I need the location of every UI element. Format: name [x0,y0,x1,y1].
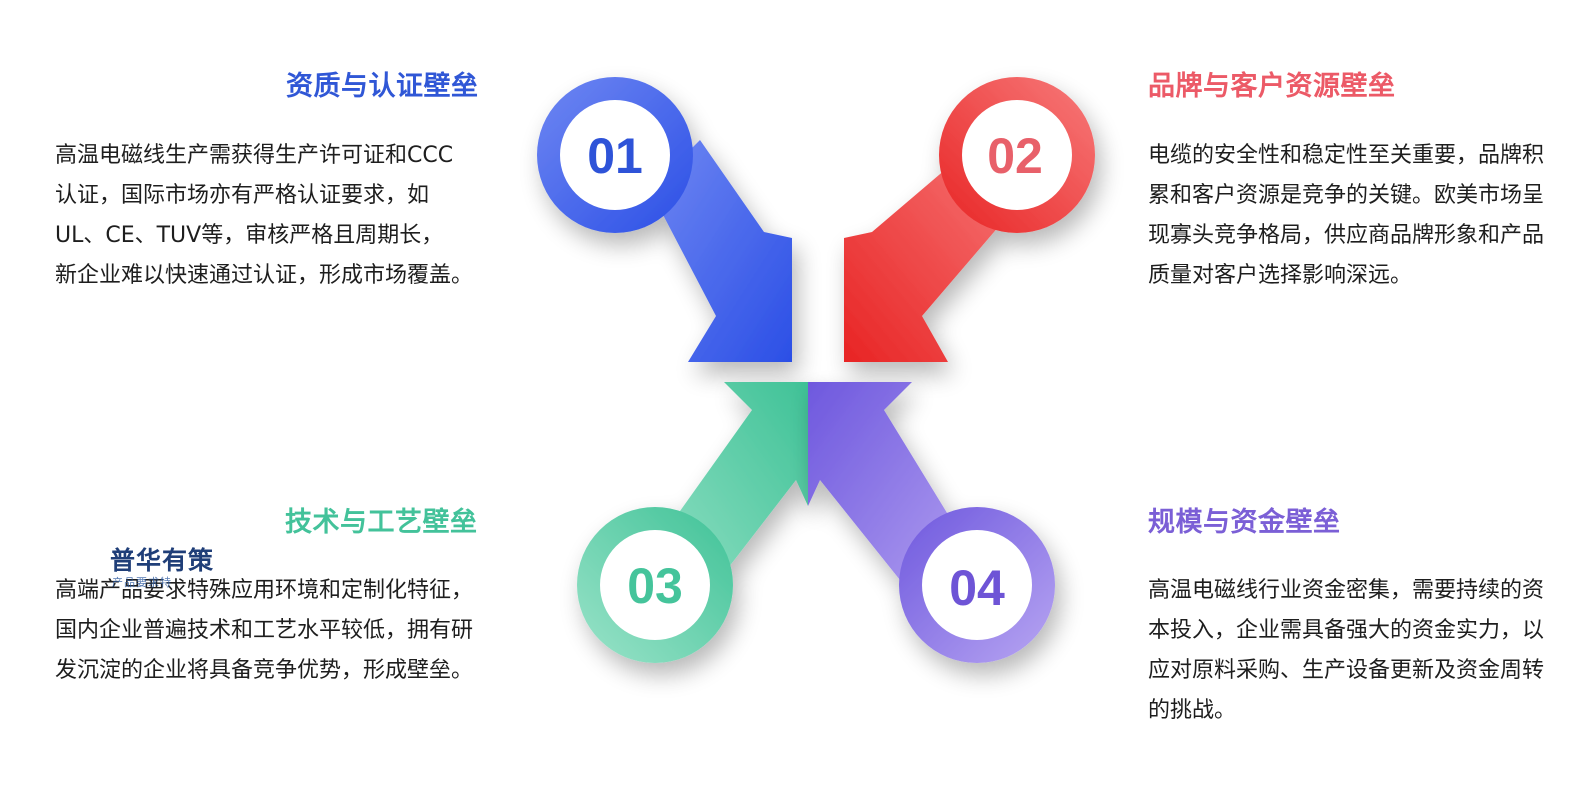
description-line: 高温电磁线生产需获得生产许可证和CCC [55,143,454,168]
watermark-subtext: 产品要求特 [112,576,172,589]
arrow-04 [808,382,1055,663]
number-04: 04 [949,560,1005,616]
description-line: 发沉淀的企业将具备竞争优势，形成壁垒。 [55,658,474,683]
description-line: 的挑战。 [1148,698,1237,723]
description-line: 本投入，企业需具备强大的资金实力，以 [1148,618,1545,643]
watermark-logo: 普华有策 [110,546,215,575]
description-line: 电缆的安全性和稳定性至关重要，品牌积 [1148,143,1545,168]
description-line: 认证，国际市场亦有严格认证要求，如 [55,183,430,208]
description-line: 高端产品要求特殊应用环境和定制化特征， [55,578,474,603]
description-line: 应对原料采购、生产设备更新及资金周转 [1148,658,1545,683]
arrow-01 [537,77,792,362]
description-line: 国内企业普遍技术和工艺水平较低，拥有研 [55,618,474,643]
section-03-description: 高端产品要求特殊应用环境和定制化特征， 国内企业普遍技术和工艺水平较低，拥有研 … [55,571,473,691]
arrow-03 [577,382,808,663]
number-03: 03 [627,558,683,614]
section-02-description: 电缆的安全性和稳定性至关重要，品牌积 累和客户资源是竞争的关键。欧美市场呈 现寡… [1148,136,1544,296]
section-01-description: 高温电磁线生产需获得生产许可证和CCC 认证，国际市场亦有严格认证要求，如 UL… [55,136,473,296]
section-01-title: 资质与认证壁垒 [286,71,479,102]
description-line: 现寡头竞争格局，供应商品牌形象和产品 [1148,223,1545,248]
description-line: UL、CE、TUV等，审核严格且周期长， [55,223,444,248]
section-03-title: 技术与工艺壁垒 [285,507,478,538]
section-04-description: 高温电磁线行业资金密集，需要持续的资 本投入，企业需具备强大的资金实力，以 应对… [1148,571,1544,731]
number-02: 02 [987,128,1043,184]
number-01: 01 [587,128,643,184]
section-04-title: 规模与资金壁垒 [1148,507,1341,538]
description-line: 高温电磁线行业资金密集，需要持续的资 [1148,578,1545,603]
arrow-02 [844,77,1095,362]
description-line: 新企业难以快速通过认证，形成市场覆盖。 [55,263,474,288]
description-line: 质量对客户选择影响深远。 [1148,263,1413,288]
section-02-title: 品牌与客户资源壁垒 [1148,71,1396,102]
description-line: 累和客户资源是竞争的关键。欧美市场呈 [1148,183,1545,208]
